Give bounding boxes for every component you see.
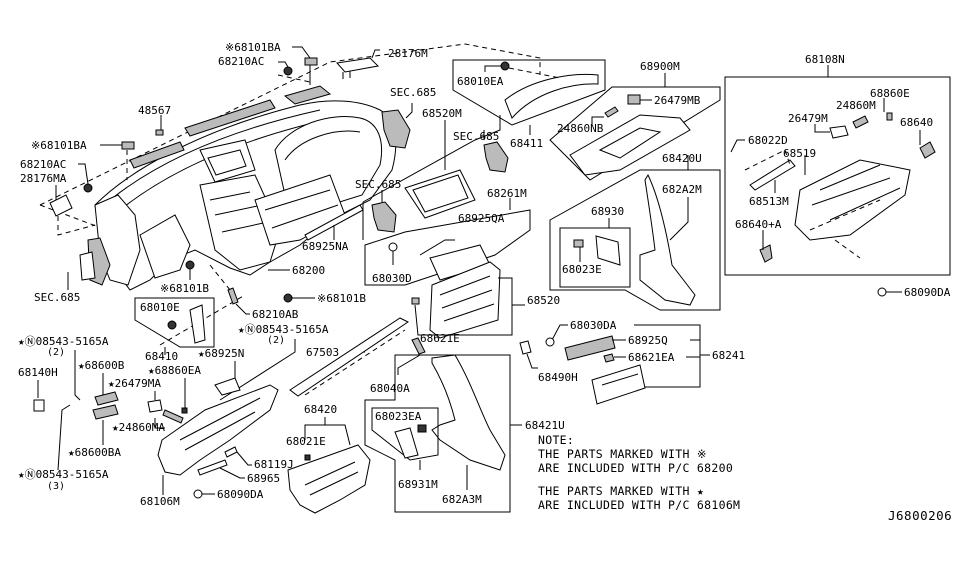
callout-68101B-left: ※68101B (160, 282, 209, 295)
callout-sec685-b: SEC.685 (390, 86, 436, 99)
part-68108N (744, 112, 936, 259)
callout-68010EA: 68010EA (457, 75, 504, 88)
callout-24860MA: ★24860MA (112, 421, 165, 434)
callout-68241: 68241 (712, 349, 745, 362)
part-68520 (411, 261, 501, 339)
callout-24860NB: 24860NB (557, 122, 604, 135)
callout-68931M: 68931M (398, 478, 438, 491)
callout-28176MA: 28176MA (20, 172, 67, 185)
callout-68200: 68200 (292, 264, 325, 277)
callout-68600BA: ★68600BA (68, 446, 121, 459)
callout-68101BA-left: ※68101BA (31, 139, 87, 152)
callout-68925N: ★68925N (198, 347, 244, 360)
callout-68030DA: 68030DA (570, 319, 617, 332)
part-68106M (157, 384, 279, 476)
callout-48567: 48567 (138, 104, 171, 117)
diagram-reference-code: J6800206 (888, 508, 952, 523)
callout-68108N: 68108N (805, 53, 845, 66)
callout-08543-b-qty: (2) (267, 335, 285, 346)
callout-68101B-right: ※68101B (317, 292, 366, 305)
callout-24860M: 24860M (836, 99, 876, 112)
note-line-4: ARE INCLUDED WITH P/C 68106M (538, 498, 740, 512)
callout-68519: 68519 (783, 147, 816, 160)
callout-68140H: 68140H (18, 366, 58, 379)
part-28176M (336, 49, 380, 79)
callout-08543-b: ★Ⓝ08543-5165A (238, 323, 329, 336)
callout-68640: 68640 (900, 116, 933, 129)
callout-68210AC-left: 68210AC (20, 158, 66, 171)
callout-682A3M: 682A3M (442, 493, 482, 506)
note-line-3: THE PARTS MARKED WITH ★ (538, 484, 704, 498)
callout-68621EA: 68621EA (628, 351, 675, 364)
callout-68023E: 68023E (562, 263, 602, 276)
note-block: NOTE: THE PARTS MARKED WITH ※ ARE INCLUD… (538, 433, 740, 512)
callout-68210AC-top: 68210AC (218, 55, 264, 68)
callout-68925Q: 68925Q (628, 334, 668, 347)
callout-68965: 68965 (247, 472, 280, 485)
callout-68101BA-top: ※68101BA (225, 41, 281, 54)
callout-68421U: 68421U (525, 419, 565, 432)
callout-68600B: ★68600B (78, 359, 125, 372)
part-68900M (569, 94, 691, 176)
callout-26479M: 26479M (788, 112, 828, 125)
callout-68022D: 68022D (748, 134, 788, 147)
callout-682A2M: 682A2M (662, 183, 702, 196)
callout-68900M: 68900M (640, 60, 680, 73)
note-line-1: THE PARTS MARKED WITH ※ (538, 447, 707, 461)
instrument-panel-assembly (39, 43, 541, 346)
callout-68925QA: 68925QA (458, 212, 505, 225)
callout-68410: 68410 (145, 350, 178, 363)
callout-68106M: 68106M (140, 495, 180, 508)
callout-68119J: 68119J (254, 458, 294, 471)
callout-68210AB: 68210AB (252, 308, 299, 321)
callout-68860EA: ★68860EA (148, 364, 201, 377)
callout-68640A: 68640+A (735, 218, 782, 231)
callout-68010E: 68010E (140, 301, 180, 314)
callout-68420: 68420 (304, 403, 337, 416)
callout-68860E: 68860E (870, 87, 910, 100)
callout-68021E: 68021E (286, 435, 326, 448)
part-682A3M (431, 354, 506, 471)
callout-68030D: 68030D (372, 272, 412, 285)
callout-68621E: 68621E (420, 332, 460, 345)
part-68520M (404, 169, 476, 219)
callout-26479MB: 26479MB (654, 94, 701, 107)
callout-68411: 68411 (510, 137, 543, 150)
callout-68023EA: 68023EA (375, 410, 422, 423)
callout-67503: 67503 (306, 346, 339, 359)
callout-68520: 68520 (527, 294, 560, 307)
callout-28176M: 28176M (388, 47, 428, 60)
callout-sec685-c: SEC.685 (453, 130, 499, 143)
callout-68930: 68930 (591, 205, 624, 218)
callout-26479MA: ★26479MA (108, 377, 161, 390)
callout-68040A: 68040A (370, 382, 410, 395)
callout-68090DA-right: 68090DA (904, 286, 951, 299)
callout-68925NA: 68925NA (302, 240, 349, 253)
note-line-2: ARE INCLUDED WITH P/C 68200 (538, 461, 733, 475)
note-heading: NOTE: (538, 433, 574, 447)
callout-08543-a-qty: (2) (47, 347, 65, 358)
callout-sec685-a: SEC.685 (34, 291, 80, 304)
callout-08543-c-qty: (3) (47, 481, 65, 492)
callout-08543-a: ★Ⓝ08543-5165A (18, 335, 109, 348)
callout-08543-c: ★Ⓝ08543-5165A (18, 468, 109, 481)
callout-68420U: 68420U (662, 152, 702, 165)
callout-68520M: 68520M (422, 107, 462, 120)
callout-68090DA-left: 68090DA (217, 488, 264, 501)
part-68420 (287, 444, 371, 514)
part-68411 (484, 61, 599, 119)
clip-68101BA-top (292, 46, 318, 85)
callout-68513M: 68513M (749, 195, 789, 208)
callout-68490H: 68490H (538, 371, 578, 384)
part-682A2M (639, 173, 696, 306)
callout-68261M: 68261M (487, 187, 527, 200)
